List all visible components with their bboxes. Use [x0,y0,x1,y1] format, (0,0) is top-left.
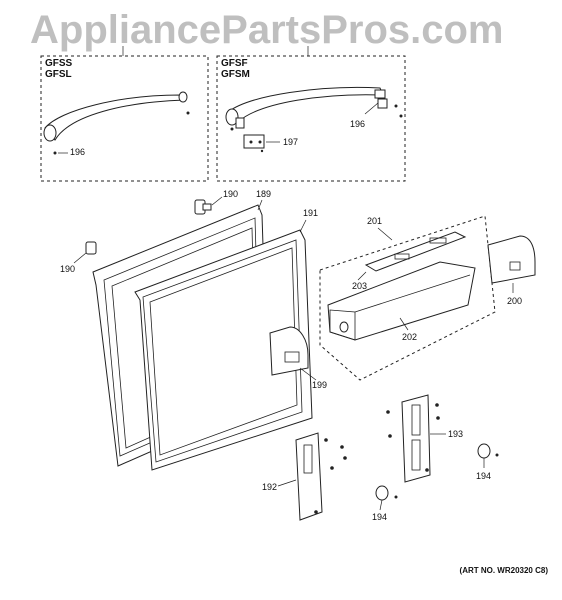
callout-189: 189 [256,189,272,199]
callout-194-left: 194 [372,512,388,522]
callout-196-right: 196 [350,119,366,129]
model-label-left: GFSS GFSL [45,58,73,80]
model-label-right: GFSF GFSM [221,58,250,80]
handle-right [225,87,403,153]
door-gasket [134,229,313,471]
stop-right [477,443,499,468]
callout-190-left: 190 [60,264,76,274]
screw-left [73,241,97,264]
callout-200: 200 [507,296,523,306]
watermark-logo: AppliancePartsPros.com [30,8,504,52]
callout-194-right: 194 [476,471,492,481]
handle-box-left [40,55,209,182]
bin-cover [357,231,467,281]
callout-202: 202 [402,332,418,342]
callout-197: 197 [283,137,299,147]
side-cap [269,326,317,381]
door-bin [327,261,476,341]
handle-left [43,91,190,155]
callout-191: 191 [303,208,319,218]
callout-190-top: 190 [223,189,239,199]
callout-199: 199 [312,380,328,390]
callout-201: 201 [367,216,383,226]
callout-203: 203 [352,281,368,291]
callout-192: 192 [262,482,278,492]
callout-196-left: 196 [70,147,86,157]
bin-end-cap [487,235,536,293]
stop-left [375,485,398,511]
hinge-left [277,432,347,521]
screw-top [194,196,223,215]
bin-assembly-outline [319,215,496,381]
art-number: (ART NO. WR20320 C8) [459,566,548,575]
callout-193: 193 [448,429,464,439]
hinge-right [386,394,446,483]
